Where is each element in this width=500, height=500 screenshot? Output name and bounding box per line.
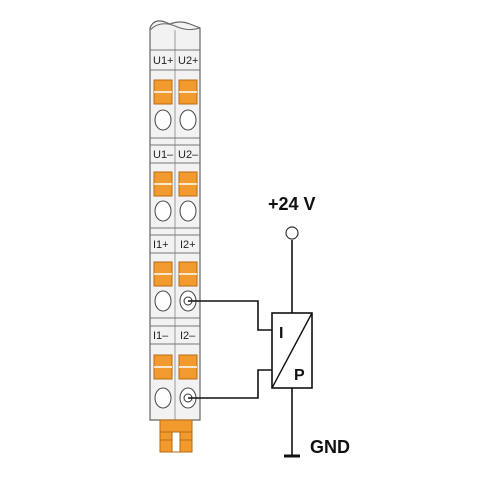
terminal-group-3: I1+ I2+ (150, 234, 200, 319)
terminal-group-2: U1– U2– (150, 144, 200, 229)
converter-input-label: I (279, 325, 283, 342)
wire-entry-left[interactable] (154, 200, 172, 222)
wire-entry-right[interactable] (179, 109, 197, 131)
ip-converter: I P (271, 312, 313, 389)
wire-entry-right[interactable] (179, 200, 197, 222)
terminal-group-1: U1+ U2+ (150, 49, 200, 139)
terminal-label-i2-plus: I2+ (180, 239, 196, 251)
terminal-block: U1+ U2+ U1– U2– (149, 20, 201, 453)
supply-terminal-icon (285, 226, 299, 240)
wire-entry-left[interactable] (154, 109, 172, 131)
terminal-label-u1-plus: U1+ (153, 55, 174, 67)
din-rail-latch[interactable] (159, 419, 193, 453)
wire-i2-minus-to-converter (188, 369, 272, 399)
ground-label: GND (310, 437, 350, 457)
converter-output-label: P (294, 367, 305, 384)
wire-entry-left[interactable] (154, 290, 172, 312)
converter-diagonal (271, 312, 313, 389)
terminal-label-u1-minus: U1– (153, 149, 174, 161)
latch-slot (171, 431, 181, 453)
wiring (188, 240, 300, 458)
terminal-label-i1-plus: I1+ (153, 239, 169, 251)
wire-i2-plus-to-converter (188, 300, 272, 331)
terminal-label-i1-minus: I1– (153, 330, 169, 342)
terminal-label-u2-plus: U2+ (178, 55, 199, 67)
wire-entry-left[interactable] (154, 387, 172, 409)
terminal-label-i2-minus: I2– (180, 330, 196, 342)
terminal-label-u2-minus: U2– (178, 149, 199, 161)
supply-label: +24 V (268, 194, 316, 214)
terminal-block-top-cap (149, 23, 201, 31)
